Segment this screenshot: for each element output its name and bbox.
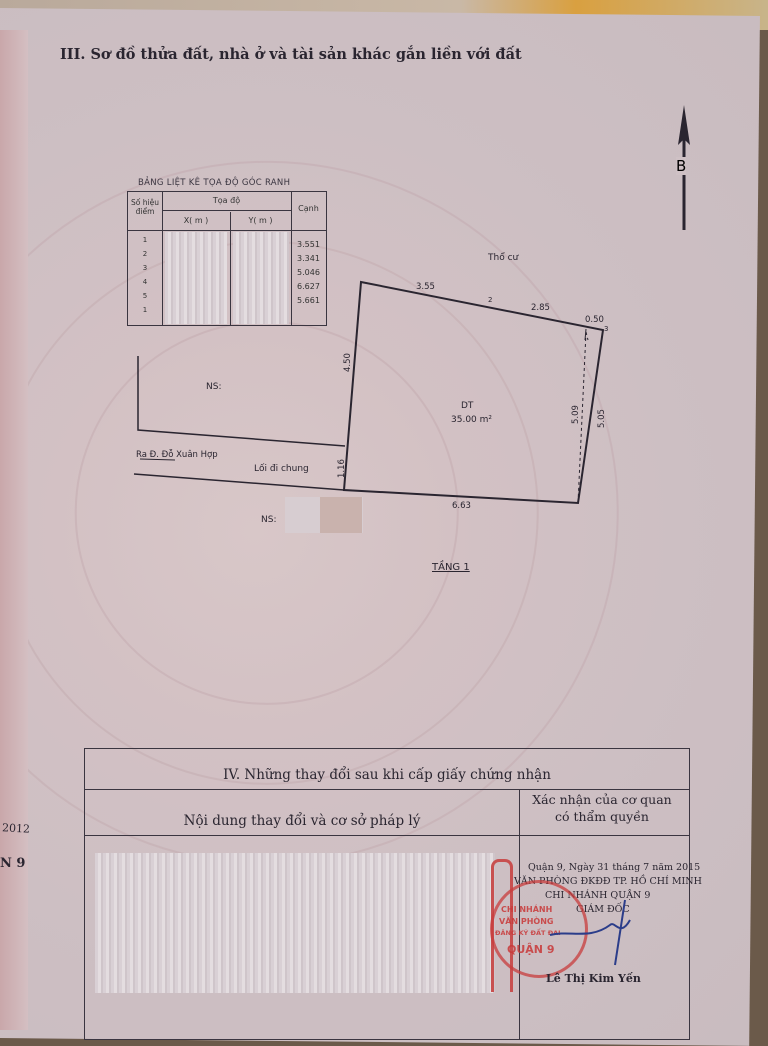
col-confirm-header: Xác nhận của cơ quan có thẩm quyền bbox=[532, 792, 672, 824]
edge-length: 5.661 bbox=[297, 296, 320, 305]
neighbor-top-label: Thổ cư bbox=[487, 252, 520, 263]
edge-length: 3.551 bbox=[297, 240, 320, 249]
neighbor-bottom-label: NS: bbox=[261, 515, 276, 525]
dim-right-outer: 5.05 bbox=[597, 409, 607, 428]
dim-right-inner: 5.09 bbox=[571, 405, 581, 424]
north-label: B bbox=[676, 157, 687, 175]
neighbor-boundary bbox=[137, 356, 346, 447]
area-value: 35.00 m² bbox=[451, 415, 492, 425]
floor-label: TẦNG 1 bbox=[431, 559, 470, 573]
previous-page-edge bbox=[0, 30, 28, 1030]
office-line-2: CHI NHÁNH QUẬN 9 bbox=[545, 890, 651, 901]
north-arrow-icon bbox=[678, 105, 690, 230]
role-line: GIÁM ĐỐC bbox=[576, 904, 630, 915]
point-id: 1 bbox=[142, 306, 148, 314]
dim-top-mid: 2.85 bbox=[531, 303, 550, 313]
header-y: Y( m ) bbox=[248, 216, 273, 225]
point-id: 1 bbox=[142, 236, 148, 244]
header-point: Số hiệu điểm bbox=[131, 198, 159, 216]
col-content-header: Nội dung thay đổi và cơ sở pháp lý bbox=[183, 813, 421, 829]
margin-fragment: N 9 bbox=[0, 856, 26, 871]
dim-top-right: 0.50 bbox=[585, 315, 604, 325]
dim-left: 4.50 bbox=[343, 353, 353, 372]
neighbor-left-label: NS: bbox=[206, 382, 221, 392]
point-label: 2 bbox=[488, 296, 492, 304]
point-id: 3 bbox=[142, 264, 148, 272]
point-id: 2 bbox=[142, 250, 148, 258]
official-stamp: CHI NHÁNH VĂN PHÒNG ĐĂNG KÝ ĐẤT ĐAI QUẬN… bbox=[490, 880, 588, 978]
redacted-x-values bbox=[165, 232, 227, 324]
redacted-y-values bbox=[233, 232, 289, 324]
edge-length: 5.046 bbox=[297, 268, 320, 277]
dim-top-left: 3.55 bbox=[416, 282, 435, 292]
header-x: X( m ) bbox=[183, 216, 209, 225]
margin-fragment: 2012 bbox=[1, 821, 31, 836]
land-plot-diagram: Thổ cư 3.55 2 2.85 0.50 3 4.50 1.16 5.09… bbox=[133, 252, 608, 573]
office-line-1: VĂN PHÒNG ĐKĐĐ TP. HỒ CHÍ MINH bbox=[514, 876, 702, 887]
edge-length: 6.627 bbox=[297, 282, 320, 291]
signer-name: Lê Thị Kim Yến bbox=[546, 972, 641, 985]
header-coord: Tọa độ bbox=[212, 196, 241, 205]
north-arrow: B bbox=[676, 105, 692, 239]
changes-table: IV. Những thay đổi sau khi cấp giấy chứn… bbox=[84, 748, 690, 1040]
common-path-label: Lối đi chung bbox=[254, 463, 309, 474]
point-id: 4 bbox=[142, 278, 148, 286]
area-label: DT bbox=[461, 401, 474, 411]
path-boundary bbox=[133, 473, 345, 491]
signature bbox=[549, 899, 631, 966]
road-underline bbox=[139, 458, 176, 461]
coord-table-title: BẢNG LIỆT KÊ TỌA ĐỘ GÓC RANH bbox=[138, 178, 291, 188]
road-label: Ra Đ. Đỗ Xuân Hợp bbox=[136, 449, 218, 460]
dim-bottom: 6.63 bbox=[452, 501, 471, 511]
parcel-boundary bbox=[342, 280, 605, 505]
date-line: Quận 9, Ngày 31 tháng 7 năm 2015 bbox=[528, 862, 701, 873]
point-label: 3 bbox=[604, 325, 608, 333]
header-edge: Cạnh bbox=[298, 204, 319, 213]
dim-left-lower: 1.16 bbox=[337, 459, 347, 478]
section3-title: III. Sơ đồ thửa đất, nhà ở và tài sản kh… bbox=[60, 46, 522, 63]
edge-length: 3.341 bbox=[297, 254, 320, 263]
inner-boundary bbox=[577, 331, 587, 504]
coord-table: Số hiệu điểm Tọa độ X( m ) Y( m ) Cạnh 1… bbox=[127, 191, 327, 326]
point-id: 5 bbox=[142, 292, 148, 300]
section4-title: IV. Những thay đổi sau khi cấp giấy chứn… bbox=[223, 767, 551, 783]
redacted-change-content bbox=[95, 853, 495, 993]
